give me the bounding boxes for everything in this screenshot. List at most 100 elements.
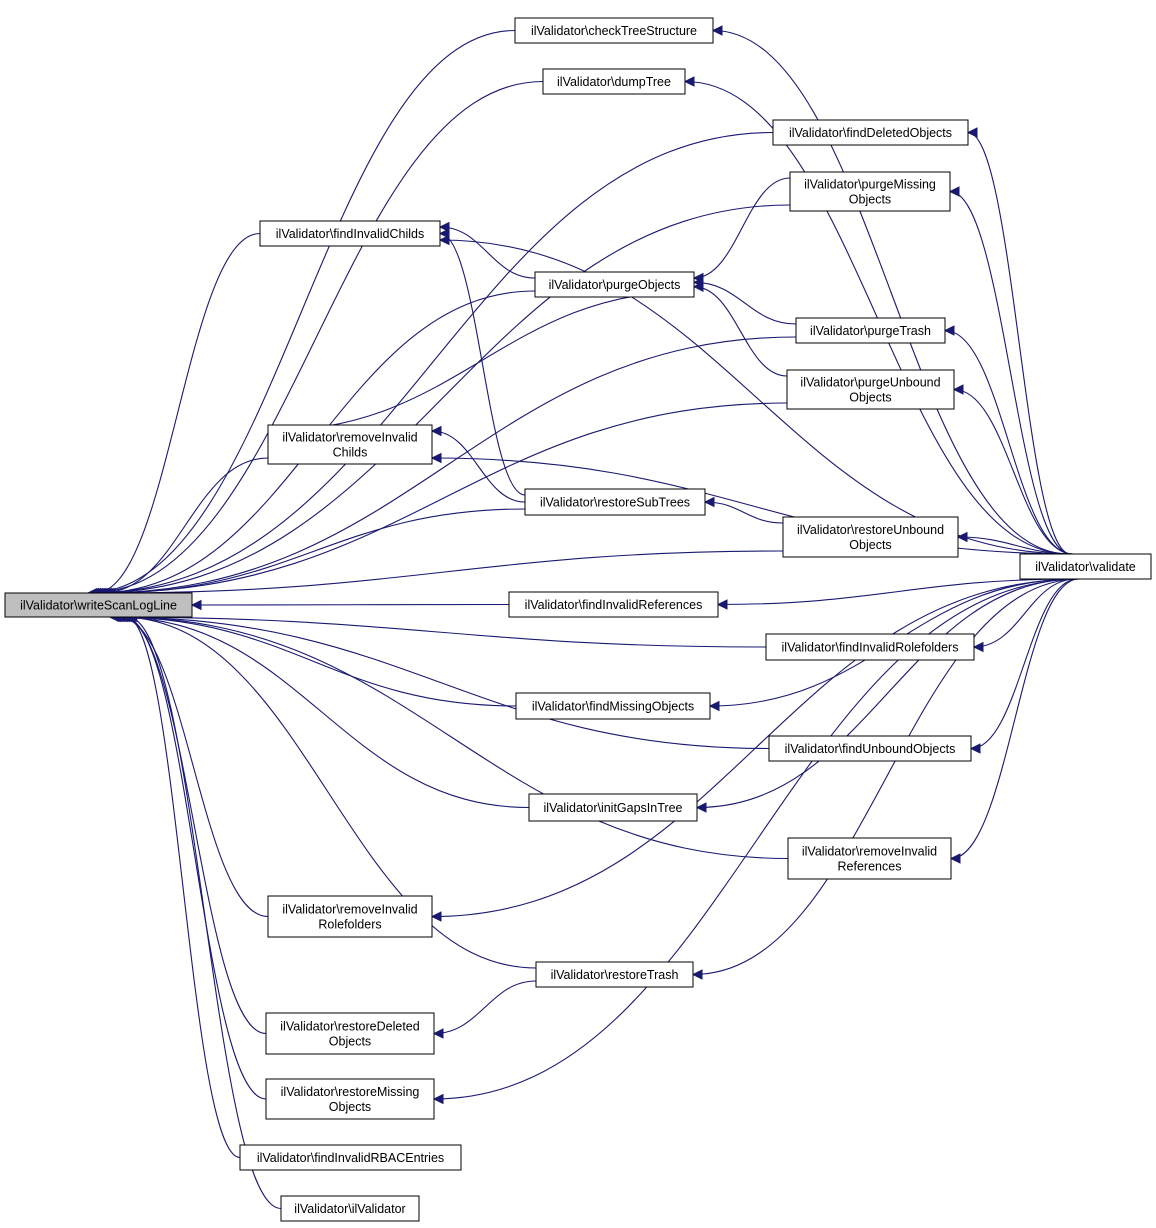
node-findInvalidReferences[interactable]: ilValidator\findInvalidReferences <box>508 591 719 618</box>
node-findInvalidRolefolders[interactable]: ilValidator\findInvalidRolefolders <box>765 633 975 661</box>
arrowhead-purgeObjects-to-findInvalidChilds <box>438 221 450 233</box>
arrowhead-validate-to-restoreMissingObjects <box>432 1093 444 1105</box>
node-label-findInvalidReferences-0: ilValidator\findInvalidReferences <box>525 598 703 612</box>
arrowhead-validate-to-findInvalidRolefolders <box>972 641 984 653</box>
edge-purgeObjects-to-findInvalidChilds <box>439 226 536 279</box>
node-validate[interactable]: ilValidator\validate <box>1019 553 1152 580</box>
arrowhead-validate-to-findInvalidChilds <box>438 234 450 246</box>
edge-removeInvalidChilds-to-purgeObjects <box>267 290 695 432</box>
node-label-purgeUnboundObjects-1: Objects <box>849 391 891 405</box>
edge-restoreDeletedObjects-to-root <box>122 616 267 1035</box>
node-label-removeInvalidReferences-1: References <box>838 860 902 874</box>
node-purgeTrash[interactable]: ilValidator\purgeTrash <box>795 317 946 344</box>
edge-validate-to-removeInvalidChilds <box>431 457 1074 555</box>
node-label-checkTreeStructure-0: ilValidator\checkTreeStructure <box>531 24 697 38</box>
edge-validate-to-findDeletedObjects <box>967 131 1071 555</box>
edge-purgeUnboundObjects-to-root <box>100 402 788 594</box>
edge-validate-to-purgeTrash <box>944 329 1073 555</box>
edge-validate-to-checkTreeStructure <box>712 29 1070 555</box>
arrowhead-restoreSubTrees-to-removeInvalidChilds <box>430 425 442 437</box>
edge-findInvalidReferences-to-root <box>191 603 510 606</box>
edge-findInvalidRolefolders-to-root <box>109 616 767 648</box>
node-purgeObjects[interactable]: ilValidator\purgeObjects <box>534 271 695 298</box>
node-box-purgeObjects <box>534 271 695 298</box>
edge-findInvalidRBACEntries-to-root <box>125 616 241 1159</box>
node-root[interactable]: ilValidator\writeScanLogLine <box>4 592 193 618</box>
node-label-removeInvalidReferences-0: ilValidator\removeInvalid <box>802 845 937 859</box>
node-box-initGapsInTree <box>528 793 698 822</box>
node-box-restoreDeletedObjects <box>265 1012 435 1055</box>
node-box-findUnboundObjects <box>768 735 972 762</box>
node-box-root <box>4 592 193 618</box>
node-label-removeInvalidChilds-0: ilValidator\removeInvalid <box>282 431 417 445</box>
node-findMissingObjects[interactable]: ilValidator\findMissingObjects <box>515 692 711 720</box>
node-dumpTree[interactable]: ilValidator\dumpTree <box>542 68 686 95</box>
node-label-findUnboundObjects-0: ilValidator\findUnboundObjects <box>785 742 956 756</box>
node-box-purgeTrash <box>795 317 946 344</box>
node-label-findDeletedObjects-0: ilValidator\findDeletedObjects <box>789 126 952 140</box>
edge-validate-to-restoreMissingObjects <box>433 578 1082 1100</box>
edge-checkTreeStructure-to-root <box>87 29 516 594</box>
edge-dumpTree-to-root <box>89 80 544 594</box>
node-box-findMissingObjects <box>515 692 711 720</box>
node-label-restoreDeletedObjects-0: ilValidator\restoreDeleted <box>280 1020 419 1034</box>
node-label-restoreUnboundObjects-1: Objects <box>849 538 891 552</box>
node-label-restoreMissingObjects-0: ilValidator\restoreMissing <box>281 1085 420 1099</box>
node-restoreSubTrees[interactable]: ilValidator\restoreSubTrees <box>524 488 706 516</box>
edge-validate-to-findInvalidReferences <box>717 578 1076 606</box>
node-label-purgeMissingObjects-1: Objects <box>849 193 891 207</box>
arrowhead-findInvalidReferences-to-root <box>190 599 202 611</box>
node-label-findInvalidChilds-0: ilValidator\findInvalidChilds <box>276 227 424 241</box>
node-label-removeInvalidChilds-1: Childs <box>333 446 368 460</box>
node-restoreTrash[interactable]: ilValidator\restoreTrash <box>535 961 694 988</box>
node-findInvalidChilds[interactable]: ilValidator\findInvalidChilds <box>259 220 441 247</box>
node-initGapsInTree[interactable]: ilValidator\initGapsInTree <box>528 793 698 822</box>
node-label-purgeUnboundObjects-0: ilValidator\purgeUnbound <box>800 376 940 390</box>
arrowhead-validate-to-restoreUnboundObjects <box>956 531 968 543</box>
edge-validate-to-findInvalidRolefolders <box>973 578 1077 648</box>
node-box-findInvalidReferences <box>508 591 719 618</box>
node-label-dumpTree-0: ilValidator\dumpTree <box>557 75 671 89</box>
node-box-restoreTrash <box>535 961 694 988</box>
node-findInvalidRBACEntries[interactable]: ilValidator\findInvalidRBACEntries <box>239 1144 462 1171</box>
edge-restoreTrash-to-restoreDeletedObjects <box>433 980 537 1035</box>
edge-restoreSubTrees-to-findInvalidChilds <box>439 232 526 496</box>
edge-validate-to-initGapsInTree <box>696 578 1079 809</box>
edge-findUnboundObjects-to-root <box>113 616 770 750</box>
node-box-removeInvalidRolefolders <box>267 895 433 938</box>
edge-validate-to-purgeMissingObjects <box>949 190 1072 555</box>
node-checkTreeStructure[interactable]: ilValidator\checkTreeStructure <box>514 17 714 44</box>
node-label-purgeTrash-0: ilValidator\purgeTrash <box>810 324 931 338</box>
node-label-ilValidator-0: ilValidator\ilValidator <box>294 1202 405 1216</box>
node-findUnboundObjects[interactable]: ilValidator\findUnboundObjects <box>768 735 972 762</box>
arrowhead-validate-to-findUnboundObjects <box>969 743 981 754</box>
node-box-checkTreeStructure <box>514 17 714 44</box>
node-label-removeInvalidRolefolders-0: ilValidator\removeInvalid <box>282 903 417 917</box>
edge-validate-to-restoreUnboundObjects <box>957 536 1075 555</box>
node-box-ilValidator <box>280 1195 420 1222</box>
edge-restoreTrash-to-root <box>120 616 537 969</box>
node-box-restoreUnboundObjects <box>782 516 959 558</box>
node-label-restoreTrash-0: ilValidator\restoreTrash <box>551 968 679 982</box>
edge-initGapsInTree-to-root <box>115 616 530 809</box>
edge-removeInvalidChilds-to-root <box>102 457 269 594</box>
edge-removeInvalidReferences-to-root <box>116 616 789 860</box>
edge-validate-to-purgeUnboundObjects <box>953 388 1074 555</box>
arrowhead-purgeUnboundObjects-to-purgeObjects <box>692 281 704 292</box>
node-box-removeInvalidChilds <box>267 424 433 465</box>
edge-restoreMissingObjects-to-root <box>124 616 267 1100</box>
node-label-purgeObjects-0: ilValidator\purgeObjects <box>549 278 681 292</box>
node-findDeletedObjects[interactable]: ilValidator\findDeletedObjects <box>772 119 969 146</box>
node-box-purgeMissingObjects <box>789 171 951 212</box>
node-box-restoreSubTrees <box>524 488 706 516</box>
node-ilValidator[interactable]: ilValidator\ilValidator <box>280 1195 420 1222</box>
